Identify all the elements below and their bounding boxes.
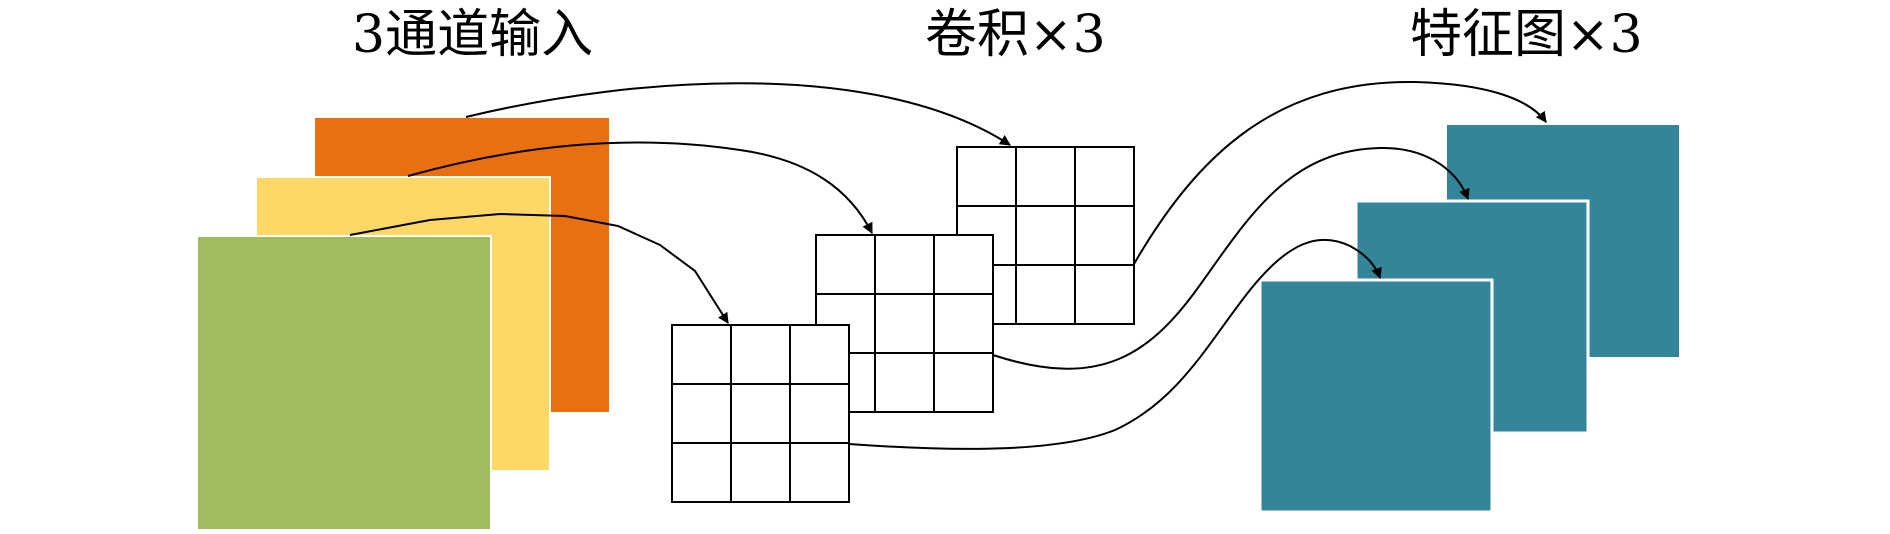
- kernel-cell: [730, 383, 791, 444]
- kernel-cell: [1074, 146, 1135, 207]
- kernel-cell: [671, 324, 732, 385]
- kernel-cell: [874, 234, 935, 295]
- kernel-cell: [730, 324, 791, 385]
- arrow-kernel-middle-to-feature: [992, 146, 1470, 370]
- kernel-cell: [789, 324, 850, 385]
- input-channel-front: [196, 235, 492, 531]
- kernel-cell: [933, 293, 994, 354]
- kernel-cell: [1015, 146, 1076, 207]
- arrow-input-middle-to-kernel: [407, 141, 873, 234]
- kernel-cell: [789, 442, 850, 503]
- arrow-input-back-to-kernel: [465, 82, 1011, 146]
- kernel-cell: [1074, 264, 1135, 325]
- kernel-cell: [933, 352, 994, 413]
- kernel-cell: [874, 293, 935, 354]
- kernel-cell: [874, 352, 935, 413]
- conv-label: 卷积×3: [925, 5, 1106, 65]
- kernel-cell: [1015, 205, 1076, 266]
- arrow-kernel-front-to-feature: [848, 238, 1382, 450]
- kernel-cell: [730, 442, 791, 503]
- kernel-front: [671, 324, 850, 503]
- arrow-kernel-back-to-feature: [1133, 80, 1547, 265]
- kernel-cell: [956, 146, 1017, 207]
- kernel-cell: [671, 383, 732, 444]
- kernel-cell: [671, 442, 732, 503]
- kernel-cell: [815, 234, 876, 295]
- arrow-input-front-to-kernel: [349, 212, 729, 324]
- input-label: 3通道输入: [352, 5, 593, 65]
- kernel-cell: [1015, 264, 1076, 325]
- kernel-cell: [933, 234, 994, 295]
- kernel-back: [956, 146, 1135, 325]
- kernel-cell: [1074, 205, 1135, 266]
- feature-label: 特征图×3: [1410, 5, 1643, 65]
- kernel-cell: [789, 383, 850, 444]
- feature-map-front: [1258, 278, 1494, 514]
